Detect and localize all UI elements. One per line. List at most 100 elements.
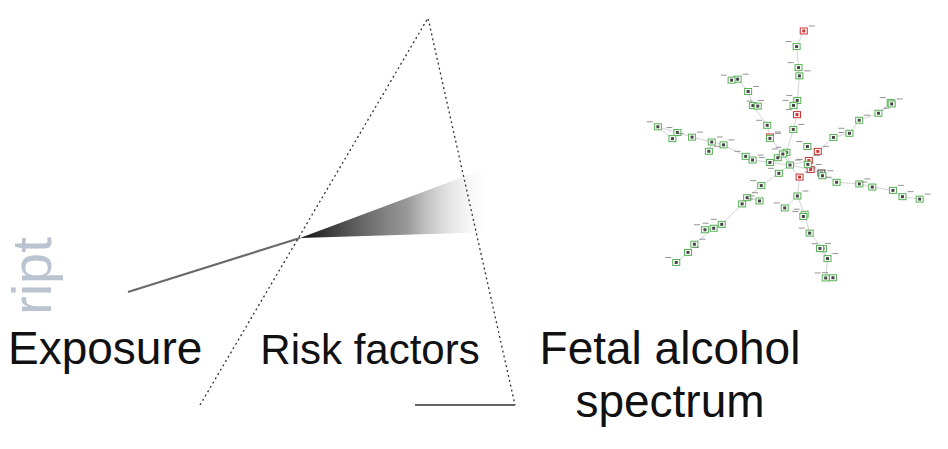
network-tick [864,178,870,179]
network-tick [825,243,831,244]
network-tick [743,74,749,75]
network-node [804,161,811,167]
network-tick [827,170,833,171]
network-node [869,184,876,190]
network-node-mark [792,104,795,107]
network-link [738,79,790,165]
network-node [819,173,826,179]
network-node-mark [835,181,838,184]
network-node [691,241,698,247]
network-tick [775,132,781,133]
network-node-mark [751,159,754,162]
network-node [705,148,712,154]
network-tick [747,101,753,102]
network-node [916,196,923,202]
network-tick [809,25,815,26]
network-node-mark [806,145,809,148]
network-tick [794,209,800,210]
network-node-mark [831,276,834,279]
network-tick [816,164,822,165]
network-node-mark [758,199,761,202]
network-tick [897,98,903,99]
network-tick [747,198,753,199]
network-node-mark [756,105,759,108]
network-node-mark [675,261,678,264]
network-tick [864,115,870,116]
network-link [790,165,920,199]
network-node-mark [796,99,799,102]
network-node-mark [707,150,710,153]
network-node [674,130,681,136]
network-node-mark [768,137,771,140]
network-tick [721,75,727,76]
network-node-mark [806,163,809,166]
network-node [728,77,735,83]
network-tick [815,272,821,273]
network-tick [717,136,723,137]
network-tick [752,192,758,193]
prism-triangle: Risk factors [200,18,515,408]
network-tick [753,86,759,87]
network-node-mark [809,168,812,171]
network-tick [925,194,931,195]
network-node [745,88,752,94]
network-node [654,124,661,130]
network-tick [792,211,798,212]
network-node-mark [760,184,763,187]
network-node-mark [890,102,893,105]
network-node-mark [858,119,861,122]
network-node-mark [877,112,880,115]
network-tick [786,95,792,96]
input-label: Exposure [8,322,202,375]
network-tick [749,195,755,196]
network-node-mark [858,182,861,185]
network-node [795,65,802,71]
network-node-mark [818,247,821,250]
exposure-ray [128,238,300,292]
network-node [720,142,727,148]
network-node [824,256,831,262]
network-node [875,110,882,116]
network-node [689,134,696,140]
network-tick [665,257,671,258]
network-node [800,213,807,219]
network-tick [783,100,789,101]
network-node-mark [783,206,786,209]
network-node [766,159,773,165]
network-tick [861,182,867,183]
network-node [790,102,797,108]
network-node-mark [693,243,696,246]
network-tick [729,139,735,140]
network-node-mark [816,150,819,153]
network-node [888,101,895,107]
network-node-mark [901,195,904,198]
network-node-mark [832,136,835,139]
network-node-mark [824,276,827,279]
network-node-mark [792,128,795,131]
network-node-mark [686,251,689,254]
prism-base [415,404,515,406]
network-node-mark [918,198,921,201]
network-tick [758,155,764,156]
network-node [779,151,786,157]
network-tick [775,133,781,134]
network-node [856,117,863,123]
network-node-mark [691,136,694,139]
network-node [793,112,800,118]
network-link [688,165,790,252]
network-link [658,127,790,165]
network-tick [703,223,709,224]
spectrum-network [647,26,931,281]
network-node-mark [671,137,674,140]
watermark: ript [4,237,60,315]
network-tick [786,109,792,110]
network-node [822,275,829,281]
network-node-mark [747,90,750,93]
network-node [669,136,676,142]
network-node [781,205,788,211]
network-node [793,44,800,50]
network-tick [714,146,720,147]
network-node-mark [795,113,798,116]
network-node [739,201,746,207]
